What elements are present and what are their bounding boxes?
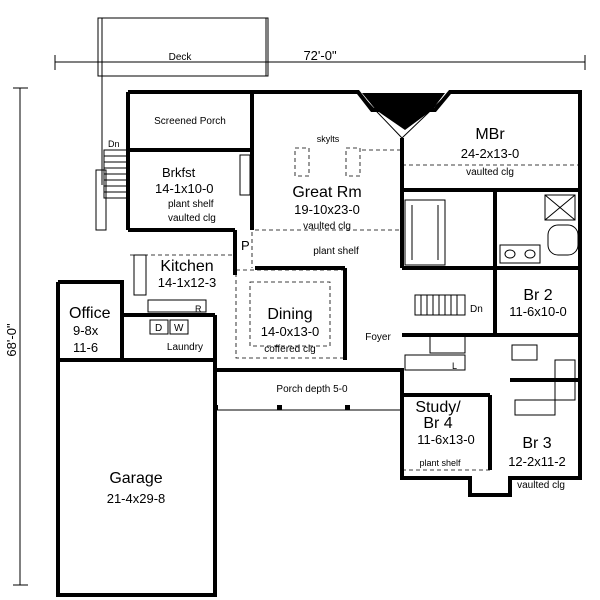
dining-name: Dining bbox=[267, 306, 312, 323]
br2-name: Br 2 bbox=[523, 287, 552, 304]
office-size1: 9-8x bbox=[73, 323, 99, 338]
mbr-note: vaulted clg bbox=[466, 167, 514, 178]
dining-note: coffered clg bbox=[264, 344, 316, 355]
br3-size: 12-2x11-2 bbox=[508, 454, 566, 469]
study-name2: Br 4 bbox=[423, 415, 452, 432]
office-size2: 11-6 bbox=[73, 340, 98, 355]
laundry-label: Laundry bbox=[167, 342, 203, 353]
dining-size: 14-0x13-0 bbox=[261, 324, 320, 339]
closets bbox=[404, 199, 466, 371]
mbr-name: MBr bbox=[475, 126, 505, 143]
kitchen-fixtures bbox=[133, 154, 251, 335]
mbr-size: 24-2x13-0 bbox=[461, 146, 520, 161]
great-room-name: Great Rm bbox=[292, 184, 361, 201]
width-dimension: 72'-0" bbox=[303, 48, 337, 63]
br3-note: vaulted clg bbox=[517, 480, 565, 491]
garage-size: 21-4x29-8 bbox=[107, 491, 166, 506]
porch-front bbox=[213, 405, 402, 411]
dimension-lines bbox=[13, 55, 586, 586]
deck-stair-dn: Dn bbox=[108, 139, 120, 149]
br3-name: Br 3 bbox=[522, 435, 551, 452]
screened-porch-label: Screened Porch bbox=[154, 116, 226, 127]
kitchen-name: Kitchen bbox=[160, 258, 213, 275]
range-label: R bbox=[195, 304, 202, 314]
porch-label: Porch depth 5-0 bbox=[276, 384, 348, 395]
office-name: Office bbox=[69, 305, 111, 322]
linen-label: L bbox=[452, 361, 457, 371]
dishwasher-label: D bbox=[155, 323, 162, 334]
dashed-features bbox=[130, 92, 580, 471]
br2-size: 11-6x10-0 bbox=[509, 304, 567, 319]
brkfst-size: 14-1x10-0 bbox=[155, 181, 214, 196]
bath-fixtures bbox=[429, 194, 579, 416]
great-room-size: 19-10x23-0 bbox=[294, 202, 360, 217]
study-size: 11-6x13-0 bbox=[417, 432, 475, 447]
great-room-note: vaulted clg bbox=[303, 221, 351, 232]
washer-label: W bbox=[174, 323, 184, 334]
exterior-walls bbox=[56, 90, 582, 597]
brkfst-name: Brkfst bbox=[162, 165, 196, 180]
garage-name: Garage bbox=[109, 470, 162, 487]
foyer-label: Foyer bbox=[365, 332, 391, 343]
brkfst-plant-shelf: plant shelf bbox=[168, 199, 214, 210]
deck-label: Deck bbox=[169, 52, 193, 63]
kitchen-size: 14-1x12-3 bbox=[158, 275, 217, 290]
study-name1: Study/ bbox=[415, 399, 461, 416]
deck bbox=[95, 17, 269, 231]
stair-dn-label: Dn bbox=[470, 304, 483, 315]
depth-dimension: 68'-0" bbox=[4, 323, 19, 357]
plant-shelf-label: plant shelf bbox=[313, 246, 359, 257]
fireplace bbox=[357, 91, 451, 139]
brkfst-vaulted: vaulted clg bbox=[168, 213, 216, 224]
interior-stairs bbox=[414, 294, 466, 316]
study-plant-shelf: plant shelf bbox=[419, 458, 461, 468]
skylights-label: skylts bbox=[317, 134, 340, 144]
deck-stairs bbox=[103, 149, 129, 199]
pantry-label: P bbox=[241, 238, 250, 253]
